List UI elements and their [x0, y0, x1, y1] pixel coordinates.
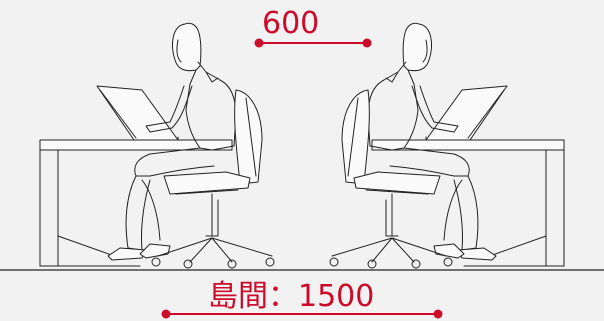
- office-chair-icon: [151, 89, 275, 269]
- aisle-dimension-line: [161, 309, 443, 319]
- laptop-icon: [96, 85, 179, 141]
- aisle-dimension-label: 島間：1500: [208, 279, 375, 314]
- gap-dimension-label: 600: [262, 6, 320, 41]
- office-chair-icon: [329, 89, 453, 269]
- gap-dimension-line: [254, 38, 372, 48]
- laptop-icon: [425, 85, 508, 141]
- person-left-icon: [107, 22, 237, 261]
- right-workstation: [329, 22, 565, 269]
- left-workstation: [39, 22, 275, 269]
